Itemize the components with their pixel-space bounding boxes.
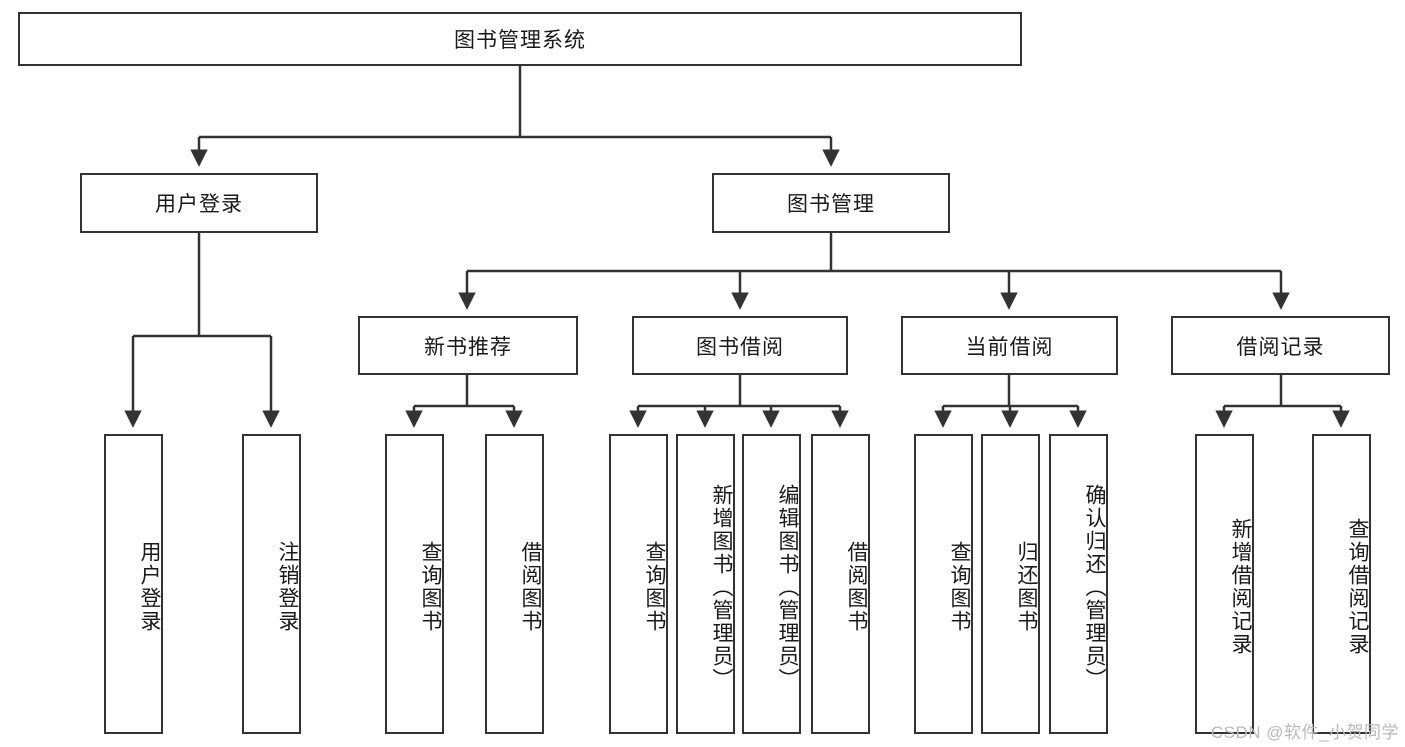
node-leaf-query-borrow-record[interactable]: 查询借阅记录 <box>1312 434 1371 734</box>
node-leaf-label: 编辑图书（管理员） <box>776 483 799 691</box>
node-leaf-add-borrow-record[interactable]: 新增借阅记录 <box>1195 434 1254 734</box>
node-leaf-user-login[interactable]: 用户登录 <box>104 434 163 734</box>
node-borrow-record[interactable]: 借阅记录 <box>1171 316 1390 375</box>
node-leaf-borrow-book[interactable]: 借阅图书 <box>811 434 870 734</box>
node-book-manage[interactable]: 图书管理 <box>712 173 950 233</box>
watermark: CSDN @软件_小贺同学 <box>1210 723 1399 742</box>
node-leaf-logout[interactable]: 注销登录 <box>242 434 301 734</box>
node-leaf-query-book-rec[interactable]: 查询图书 <box>385 434 444 734</box>
node-leaf-label: 确认归还（管理员） <box>1083 483 1106 691</box>
node-new-book-recommend-label: 新书推荐 <box>424 335 512 359</box>
node-leaf-label: 注销登录 <box>276 541 299 633</box>
node-leaf-label: 借阅图书 <box>519 541 542 633</box>
node-leaf-borrow-book-rec[interactable]: 借阅图书 <box>485 434 544 734</box>
node-leaf-label: 查询借阅记录 <box>1346 518 1369 656</box>
node-current-borrow[interactable]: 当前借阅 <box>901 316 1118 375</box>
node-leaf-label: 归还图书 <box>1015 541 1038 633</box>
node-user-login[interactable]: 用户登录 <box>80 173 318 233</box>
node-leaf-add-book-admin[interactable]: 新增图书（管理员） <box>676 434 735 734</box>
node-leaf-edit-book-admin[interactable]: 编辑图书（管理员） <box>742 434 801 734</box>
node-leaf-label: 查询图书 <box>643 541 666 633</box>
node-leaf-label: 新增借阅记录 <box>1229 518 1252 656</box>
node-root[interactable]: 图书管理系统 <box>18 12 1022 66</box>
node-leaf-query-book-current[interactable]: 查询图书 <box>914 434 973 734</box>
node-new-book-recommend[interactable]: 新书推荐 <box>358 316 578 375</box>
node-book-manage-label: 图书管理 <box>787 193 875 216</box>
node-current-borrow-label: 当前借阅 <box>965 335 1054 359</box>
node-leaf-query-book-borrow[interactable]: 查询图书 <box>609 434 668 734</box>
node-borrow-record-label: 借阅记录 <box>1236 335 1325 359</box>
node-leaf-label: 查询图书 <box>948 541 971 633</box>
node-leaf-label: 用户登录 <box>138 541 161 633</box>
node-leaf-label: 借阅图书 <box>845 541 868 633</box>
node-book-borrow-label: 图书借阅 <box>696 335 784 359</box>
node-root-label: 图书管理系统 <box>454 29 586 52</box>
node-leaf-return-book[interactable]: 归还图书 <box>981 434 1040 734</box>
node-leaf-label: 新增图书（管理员） <box>710 483 733 691</box>
node-user-login-label: 用户登录 <box>155 193 243 216</box>
node-book-borrow[interactable]: 图书借阅 <box>632 316 848 375</box>
node-leaf-confirm-return-admin[interactable]: 确认归还（管理员） <box>1049 434 1108 734</box>
node-leaf-label: 查询图书 <box>419 541 442 633</box>
